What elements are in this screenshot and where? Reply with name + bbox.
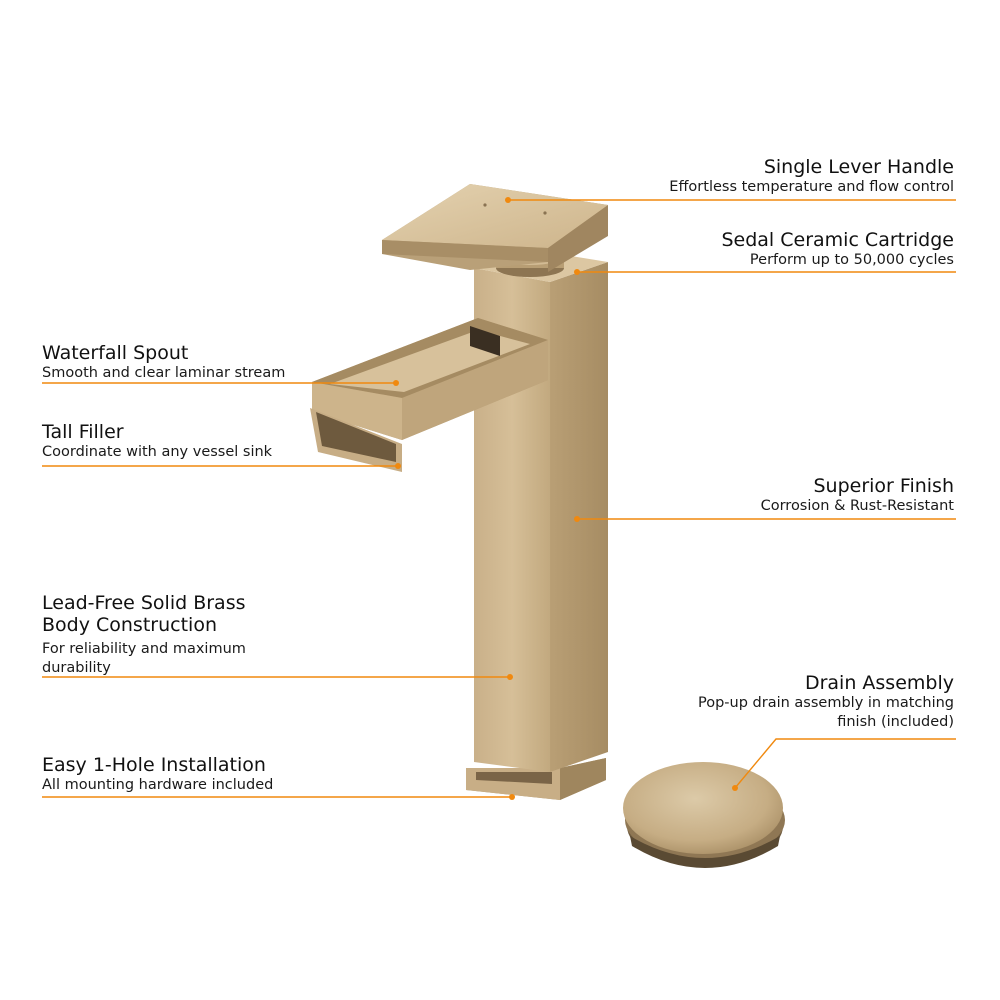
leader-dot-waterfall-spout <box>393 380 399 386</box>
drain-cap <box>623 762 785 868</box>
leader-dot-installation <box>509 794 515 800</box>
leader-dot-cartridge <box>574 269 580 275</box>
callout-title-line-1: Lead-Free Solid Brass <box>42 592 246 614</box>
callout-description: Corrosion & Rust-Resistant <box>760 498 954 514</box>
callout-description: Smooth and clear laminar stream <box>42 365 286 381</box>
leader-lines <box>42 197 956 800</box>
callout-description: Coordinate with any vessel sink <box>42 444 273 460</box>
callout-description: Effortless temperature and flow control <box>669 179 954 195</box>
leader-dot-single-lever <box>505 197 511 203</box>
callout-description-line-1: Pop-up drain assembly in matching <box>698 695 954 711</box>
callout-title-line-2: Body Construction <box>42 614 217 636</box>
callout-title: Easy 1-Hole Installation <box>42 754 266 776</box>
callout-title: Superior Finish <box>813 475 954 497</box>
callout-description-line-1: For reliability and maximum <box>42 641 246 657</box>
leader-dot-tall-filler <box>395 463 401 469</box>
callout-title: Sedal Ceramic Cartridge <box>721 229 954 251</box>
callout-ceramic-cartridge: Sedal Ceramic Cartridge Perform up to 50… <box>721 229 954 270</box>
callout-single-lever: Single Lever Handle Effortless temperatu… <box>669 156 954 197</box>
callout-brass-body: Lead-Free Solid Brass Body Construction … <box>42 592 246 678</box>
callout-description: Perform up to 50,000 cycles <box>749 252 954 268</box>
callout-title: Waterfall Spout <box>42 342 189 364</box>
callout-title: Tall Filler <box>42 421 124 443</box>
callout-description-line-2: finish (included) <box>837 714 954 730</box>
callout-description-line-2: durability <box>42 660 111 676</box>
faucet-base <box>466 758 606 800</box>
callout-tall-filler: Tall Filler Coordinate with any vessel s… <box>42 421 272 462</box>
callout-waterfall-spout: Waterfall Spout Smooth and clear laminar… <box>42 342 285 383</box>
leader-dot-drain-assembly <box>732 785 738 791</box>
leader-drain-assembly <box>734 738 956 789</box>
callout-installation: Easy 1-Hole Installation All mounting ha… <box>42 754 273 795</box>
leader-dot-brass-body <box>507 674 513 680</box>
callout-superior-finish: Superior Finish Corrosion & Rust-Resista… <box>761 475 954 516</box>
callout-description: All mounting hardware included <box>42 777 274 793</box>
leader-dot-superior-finish <box>574 516 580 522</box>
waterfall-spout <box>310 318 548 472</box>
callout-title: Drain Assembly <box>804 672 954 694</box>
callout-drain-assembly: Drain Assembly Pop-up drain assembly in … <box>698 672 954 732</box>
callout-title: Single Lever Handle <box>763 156 954 178</box>
